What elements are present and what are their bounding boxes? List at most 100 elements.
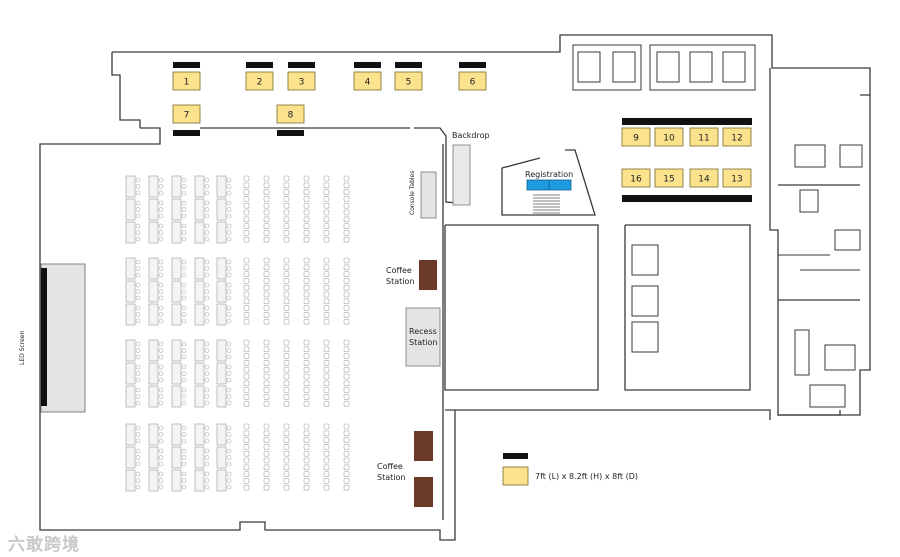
chair — [226, 200, 232, 206]
chair — [135, 213, 141, 219]
classroom-table — [125, 221, 136, 244]
chair — [158, 190, 164, 196]
booth-number: 11 — [698, 134, 709, 144]
booth-10 — [654, 127, 684, 147]
chair — [204, 484, 210, 490]
chair — [204, 295, 210, 301]
classroom-table — [216, 257, 227, 280]
chair — [204, 354, 210, 360]
chair — [226, 184, 232, 189]
classroom-table — [194, 385, 205, 408]
theater-chair — [343, 305, 350, 311]
theater-chair — [303, 189, 310, 195]
booth-14 — [689, 168, 719, 188]
classroom-table — [194, 198, 205, 221]
theater-chair — [283, 437, 290, 443]
theater-chair — [323, 387, 330, 393]
theater-chair — [323, 430, 330, 437]
chair — [226, 223, 232, 229]
booth-number: 6 — [470, 78, 476, 88]
theater-chair — [283, 182, 290, 189]
theater-chair — [263, 209, 270, 216]
chair — [135, 266, 141, 271]
chair — [204, 425, 210, 431]
theater-chair — [283, 175, 290, 182]
chair — [204, 377, 210, 383]
chair — [158, 371, 164, 376]
classroom-table — [171, 175, 182, 198]
chair — [158, 455, 164, 460]
theater-chair — [323, 360, 330, 366]
theater-chair — [283, 387, 290, 393]
chair — [226, 448, 232, 454]
chair — [158, 207, 164, 212]
chair — [158, 448, 164, 454]
theater-chair — [323, 196, 330, 202]
theater-chair — [303, 353, 310, 359]
chair — [181, 432, 187, 437]
chair — [181, 312, 187, 317]
recess-station-label-line1: Recess — [409, 327, 437, 336]
coffee-station-2-label-line1: Coffee — [377, 462, 403, 471]
chair — [135, 348, 141, 353]
theater-chair — [303, 339, 310, 346]
chair — [226, 305, 232, 311]
theater-chair — [303, 264, 310, 271]
theater-chair — [323, 318, 330, 325]
theater-chair — [243, 209, 250, 216]
chair — [226, 377, 232, 383]
theater-chair — [303, 444, 310, 450]
chair — [135, 272, 141, 278]
stage — [40, 263, 86, 413]
classroom-table — [171, 469, 182, 492]
theater-chair — [283, 318, 290, 325]
booth-number: 7 — [184, 111, 190, 121]
chair — [135, 471, 141, 477]
classroom-table — [148, 339, 159, 362]
chair — [204, 394, 210, 399]
chair — [204, 432, 210, 437]
classroom-table — [216, 469, 227, 492]
chair — [158, 341, 164, 347]
theater-chair — [343, 230, 350, 236]
chair — [226, 354, 232, 360]
classroom-table — [125, 446, 136, 469]
chair — [226, 177, 232, 183]
chair — [158, 266, 164, 271]
booth-number: 12 — [731, 134, 742, 144]
theater-chair — [243, 230, 250, 236]
theater-chair — [263, 202, 270, 209]
booth-number: 3 — [299, 78, 305, 88]
chair — [226, 387, 232, 393]
chair — [226, 236, 232, 242]
coffee-station-1 — [419, 260, 437, 290]
classroom-table — [171, 362, 182, 385]
classroom-table — [125, 469, 136, 492]
chair — [158, 272, 164, 278]
classroom-table — [216, 385, 227, 408]
booth-16 — [621, 168, 651, 188]
chair — [181, 438, 187, 444]
chair — [226, 295, 232, 301]
theater-chair — [263, 264, 270, 271]
chair — [135, 177, 141, 183]
booth-number: 14 — [698, 175, 710, 185]
theater-chair — [243, 444, 250, 450]
chair — [181, 236, 187, 242]
chair — [181, 190, 187, 196]
legend-backdrop-bar — [503, 453, 528, 459]
chair — [158, 230, 164, 235]
classroom-table — [194, 446, 205, 469]
classroom-table — [194, 339, 205, 362]
backdrop-bar-south — [622, 195, 752, 202]
theater-chair — [343, 196, 350, 202]
chair — [181, 377, 187, 383]
seating-area — [125, 175, 350, 492]
theater-chair — [243, 353, 250, 359]
theater-chair — [303, 318, 310, 325]
theater-chair — [243, 271, 250, 277]
theater-chair — [243, 305, 250, 311]
theater-chair — [323, 189, 330, 195]
theater-chair — [343, 423, 350, 430]
